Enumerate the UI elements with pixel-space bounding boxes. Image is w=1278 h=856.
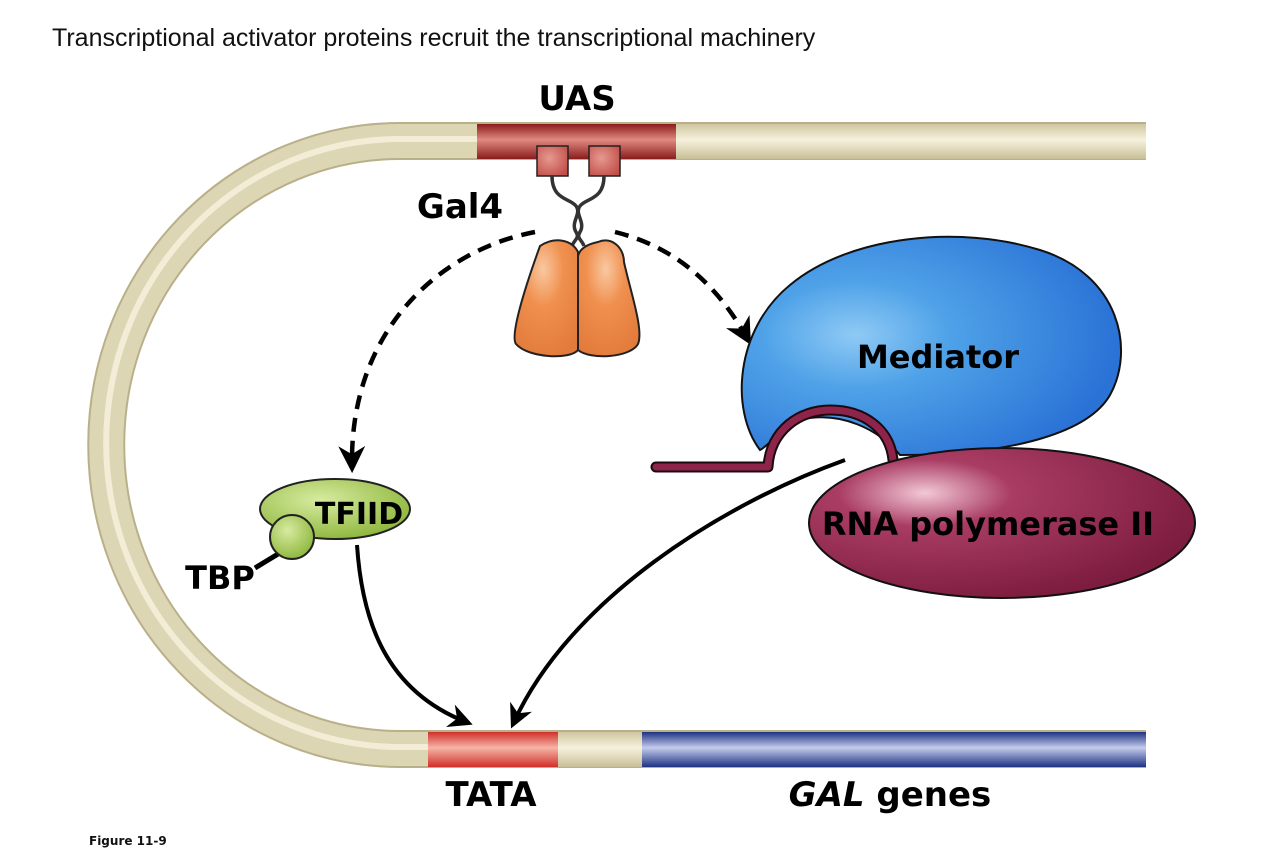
gal4-activation-domain-left <box>513 239 579 358</box>
binding-arrow-tfiid-tata <box>355 544 473 727</box>
figure-label: Figure 11-9 <box>89 834 167 848</box>
gal4-dna-binding-domain-right <box>588 145 621 177</box>
dna-spacer-segment <box>558 732 642 767</box>
gal4-linker <box>550 175 606 247</box>
uas-label: UAS <box>538 79 615 119</box>
recruitment-arrow-tfiid <box>338 229 536 474</box>
pol-ii-ctd-tail <box>652 406 897 471</box>
genes-text: genes <box>865 775 992 815</box>
tfiid-label: TFIID <box>315 497 403 532</box>
gal4-activation-domain-right <box>577 239 641 358</box>
gal4-dimer <box>513 145 641 358</box>
diagram-title: Transcriptional activator proteins recru… <box>52 24 816 52</box>
binding-arrow-pol-tata <box>510 458 846 729</box>
gal4-dna-binding-domain-left <box>536 145 569 177</box>
gal-italic-text: GAL <box>789 775 865 815</box>
mediator-complex <box>740 235 1122 457</box>
recruitment-arrow-mediator <box>614 229 751 346</box>
dna-upper-segment <box>676 124 1146 159</box>
tata-label: TATA <box>445 775 537 815</box>
tbp-protein <box>269 514 315 560</box>
uas-segment <box>477 124 676 159</box>
rna-polymerase-ii <box>808 447 1196 599</box>
tata-segment <box>428 732 558 767</box>
dna-strand <box>87 122 1146 768</box>
gal4-label: Gal4 <box>417 187 503 227</box>
gal-genes-label: GAL genes <box>789 775 992 815</box>
tbp-label: TBP <box>185 559 255 597</box>
mediator-label: Mediator <box>857 338 1019 376</box>
gal-genes-segment <box>642 732 1146 767</box>
rna-polymerase-label: RNA polymerase II <box>822 505 1154 543</box>
